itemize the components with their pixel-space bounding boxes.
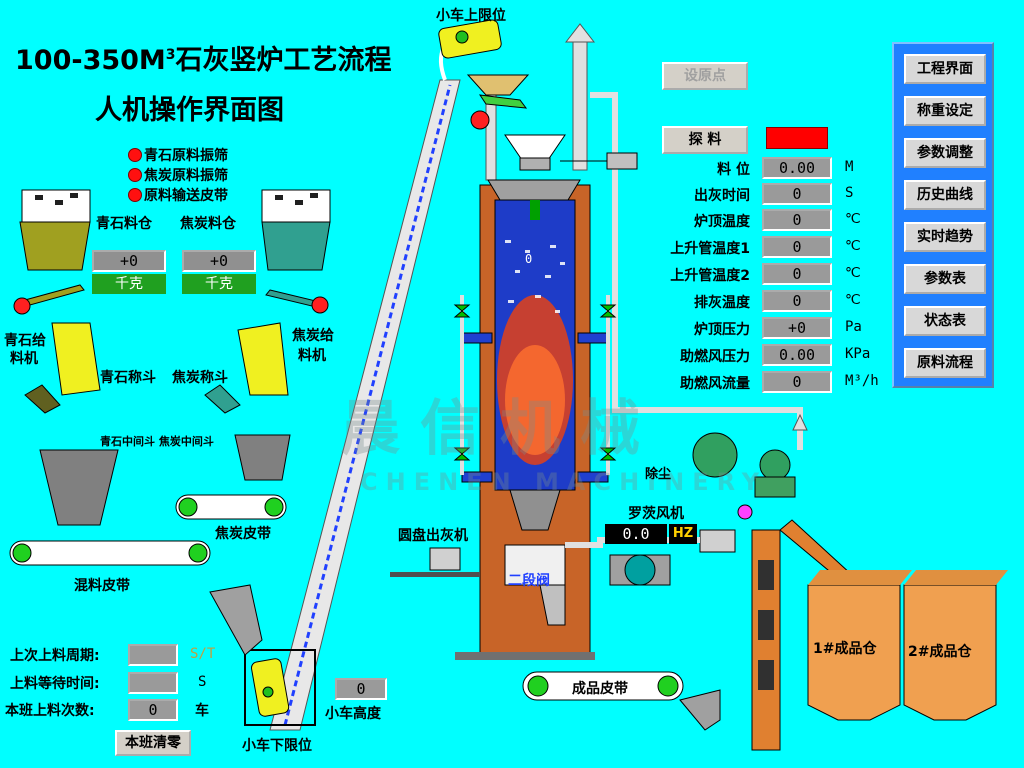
cart-lower-limit-label: 小车下限位 — [242, 738, 312, 754]
reading-unit: Pa — [845, 319, 862, 335]
shift-count-unit: 车 — [195, 703, 209, 719]
reading-value: 0 — [762, 183, 832, 205]
reading-label: 炉顶压力 — [694, 322, 750, 338]
stone-feeder-label-1: 青石给 — [4, 333, 46, 349]
product-bin-1-label: 1#成品仓 — [813, 641, 877, 657]
reading-label: 助燃风压力 — [680, 349, 750, 365]
page-title: 100-350M3石灰竖炉工艺流程 — [15, 45, 392, 76]
status-dot-conveyor — [128, 188, 142, 202]
furnace-top-value: 0 — [525, 252, 533, 266]
reading-unit: ℃ — [845, 265, 861, 281]
reading-label: 炉顶温度 — [694, 214, 750, 230]
reading-unit: M — [845, 159, 854, 175]
reading-value: 0.00 — [762, 344, 832, 366]
nav-button[interactable]: 历史曲线 — [904, 180, 986, 210]
product-belt-label: 成品皮带 — [572, 681, 628, 697]
reading-value: 0 — [762, 209, 832, 231]
reading-value: +0 — [762, 317, 832, 339]
nav-button[interactable]: 称重设定 — [904, 96, 986, 126]
status-dot-stone-screen — [128, 148, 142, 162]
reading-label: 排灰温度 — [694, 295, 750, 311]
stone-weight-unit: 千克 — [92, 274, 166, 294]
reading-value: 0.00 — [762, 157, 832, 179]
legend-coke-screen: 焦炭原料振筛 — [144, 168, 228, 184]
reading-value: 0 — [762, 290, 832, 312]
skip-hoist-rail — [269, 79, 461, 731]
set-origin-button[interactable]: 设原点 — [662, 62, 748, 90]
status-dot-coke-screen — [128, 168, 142, 182]
last-cycle-unit: S/T — [190, 646, 216, 662]
cart-height-value: 0 — [335, 678, 387, 700]
watermark-cn: 晨信机械 — [340, 394, 660, 464]
reading-unit: S — [845, 185, 854, 201]
dust-label: 除尘 — [645, 467, 672, 482]
reading-unit: ℃ — [845, 238, 861, 254]
shift-count-label: 本班上料次数: — [5, 703, 95, 719]
reading-label: 料 位 — [717, 162, 750, 178]
shift-count-value: 0 — [128, 699, 178, 721]
nav-button[interactable]: 状态表 — [904, 306, 986, 336]
coke-weight-unit: 千克 — [182, 274, 256, 294]
stone-feeder-label-2: 料机 — [10, 351, 38, 367]
wait-time-unit: S — [198, 674, 207, 690]
blower-frequency-value: 0.0 — [605, 524, 667, 544]
reading-unit: KPa — [845, 346, 871, 362]
reading-label: 上升管温度2 — [670, 268, 750, 284]
probe-alarm-indicator — [766, 127, 828, 149]
reading-label: 助燃风流量 — [680, 376, 750, 392]
skip-hoist-cable — [283, 84, 452, 726]
blower-label: 罗茨风机 — [628, 506, 684, 522]
last-cycle-value — [128, 644, 178, 666]
nav-button[interactable]: 实时趋势 — [904, 222, 986, 252]
reading-label: 上升管温度1 — [670, 241, 750, 257]
reading-unit: ℃ — [845, 211, 861, 227]
legend-conveyor: 原料输送皮带 — [144, 188, 228, 204]
wait-time-value — [128, 672, 178, 694]
mid-hoppers-label: 青石中间斗 焦炭中间斗 — [100, 435, 214, 448]
stone-bin-label: 青石料仓 — [96, 216, 152, 232]
reading-value: 0 — [762, 236, 832, 258]
product-bin-2-label: 2#成品仓 — [908, 644, 972, 660]
cart-upper-limit-label: 小车上限位 — [436, 8, 506, 24]
wait-time-label: 上料等待时间: — [10, 676, 100, 692]
reading-value: 0 — [762, 371, 832, 393]
last-cycle-label: 上次上料周期: — [10, 648, 100, 664]
nav-button[interactable]: 参数表 — [904, 264, 986, 294]
nav-panel: 工程界面称重设定参数调整历史曲线实时趋势参数表状态表原料流程 — [892, 42, 994, 388]
coke-belt-label: 焦炭皮带 — [215, 526, 271, 542]
legend-stone-screen: 青石原料振筛 — [144, 148, 228, 164]
reading-unit: ℃ — [845, 292, 861, 308]
nav-button[interactable]: 原料流程 — [904, 348, 986, 378]
reading-label: 出灰时间 — [694, 188, 750, 204]
watermark-en: CHENEN MACHINERY — [360, 468, 768, 496]
coke-feeder-label-1: 焦炭给 — [292, 328, 334, 344]
coke-feeder-label-2: 料机 — [298, 348, 326, 364]
coke-weight-value: +0 — [182, 250, 256, 272]
nav-button[interactable]: 参数调整 — [904, 138, 986, 168]
reading-value: 0 — [762, 263, 832, 285]
coke-bin-label: 焦炭料仓 — [180, 216, 236, 232]
stone-hopper-label: 青石称斗 — [100, 370, 156, 386]
second-valve-label: 二段阀 — [508, 573, 550, 589]
cart-height-label: 小车高度 — [325, 706, 381, 722]
mix-belt-label: 混料皮带 — [74, 578, 130, 594]
reset-shift-button[interactable]: 本班清零 — [115, 730, 191, 756]
disc-discharger-label: 圆盘出灰机 — [398, 528, 468, 544]
nav-button[interactable]: 工程界面 — [904, 54, 986, 84]
reading-unit: M³/h — [845, 373, 879, 389]
page-subtitle: 人机操作界面图 — [95, 95, 284, 126]
stone-weight-value: +0 — [92, 250, 166, 272]
blower-frequency-unit: HZ — [669, 524, 697, 544]
coke-hopper-label: 焦炭称斗 — [172, 370, 228, 386]
probe-button[interactable]: 探 料 — [662, 126, 748, 154]
